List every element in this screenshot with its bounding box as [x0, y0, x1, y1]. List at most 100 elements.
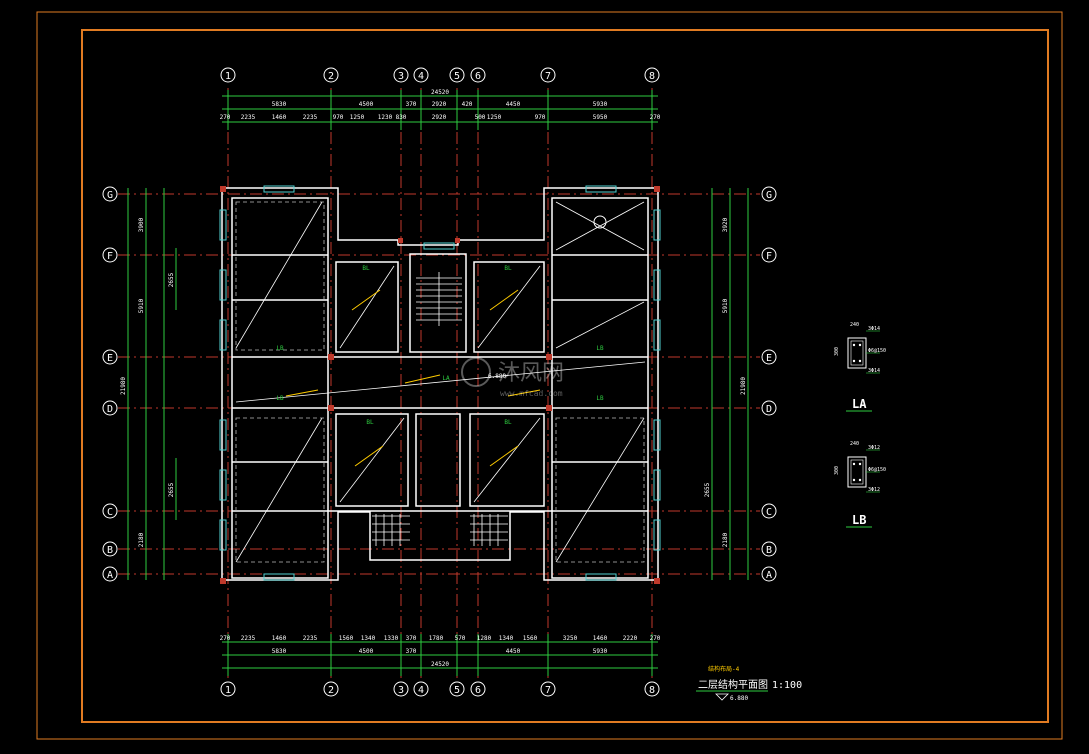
- dim-right-3: 2655: [704, 482, 711, 497]
- dim-bot-r1-7: 1330: [384, 635, 399, 642]
- shaft-symbol-icon: [593, 215, 607, 229]
- axis-label-2-bottom: 2: [328, 685, 334, 696]
- inner-frame: [81, 29, 1049, 723]
- dim-bot-r1-8: 370: [406, 635, 417, 642]
- watermark-url: www.mfcad.com: [500, 389, 563, 398]
- dim-top-3: 370: [406, 101, 417, 108]
- section-detail-la: 3Φ14 Φ6@150 3Φ14 240 300 LA: [834, 322, 886, 412]
- dim-top-1: 5830: [272, 101, 287, 108]
- dim-top-r2-7: 1230: [378, 114, 393, 121]
- axis-grid-vertical: [227, 88, 653, 680]
- axis-label-E-right: E: [766, 353, 772, 364]
- beam-label-bl-1: BL: [362, 265, 370, 272]
- axis-label-3-top: 3: [398, 71, 404, 82]
- stair-lower-right: [470, 514, 508, 546]
- axis-label-6-bottom: 6: [475, 685, 481, 696]
- dim-bot-r1-9: 1780: [429, 635, 444, 642]
- axis-label-E-left: E: [107, 353, 113, 364]
- dim-bot-r1-3: 1460: [272, 635, 287, 642]
- dim-left-1: 3900: [138, 217, 145, 232]
- dim-bot-r1-17: 270: [650, 635, 661, 642]
- axis-label-5-bottom: 5: [454, 685, 460, 696]
- axis-bubbles-bottom: [220, 681, 660, 697]
- dim-left-4: 2655: [168, 482, 175, 497]
- watermark-logo: 沐风网 www.mfcad.com: [461, 357, 564, 398]
- dim-bot-r1-1: 270: [220, 635, 231, 642]
- la-width: 240: [850, 322, 859, 328]
- section-detail-lb: 3Φ12 Φ6@150 3Φ12 240 300 LB: [834, 441, 886, 528]
- lb-height: 300: [834, 466, 840, 475]
- dim-top-r2-3: 1460: [272, 114, 287, 121]
- section-la-title: LA: [852, 397, 867, 411]
- axis-label-5-top: 5: [454, 71, 460, 82]
- lb-rebar-top: 3Φ12: [868, 445, 880, 451]
- dim-bot-r2-1: 5830: [272, 648, 287, 655]
- beam-label-bl-3: BL: [366, 419, 374, 426]
- dimension-lines-top: [222, 90, 658, 130]
- dim-bot-r1-11: 1280: [477, 635, 492, 642]
- dim-bot-r1-10: 570: [455, 635, 466, 642]
- dim-bot-r1-13: 1560: [523, 635, 538, 642]
- slab-annotations: [285, 289, 541, 467]
- structural-columns: [220, 186, 660, 584]
- beam-label-lb-2: LB: [596, 345, 604, 352]
- dim-left-total: 21980: [120, 377, 127, 395]
- dim-top-r2-4: 2235: [303, 114, 318, 121]
- dim-bot-r2-4: 4450: [506, 648, 521, 655]
- beam-label-la: LA: [442, 375, 450, 382]
- beam-label-lb-4: LB: [596, 395, 604, 402]
- outer-frame: [36, 11, 1063, 740]
- section-lb-title: LB: [852, 513, 866, 527]
- dim-top-6: 4450: [506, 101, 521, 108]
- windows: [219, 185, 661, 581]
- lb-width: 240: [850, 441, 859, 447]
- axis-label-D-left: D: [107, 404, 113, 415]
- dim-bot-r1-15: 1460: [593, 635, 608, 642]
- axis-label-6-top: 6: [475, 71, 481, 82]
- axis-label-D-right: D: [766, 404, 772, 415]
- dim-bot-r1-2: 2235: [241, 635, 256, 642]
- elevation-mark: 6.880: [488, 373, 506, 380]
- dim-top-r2-14: 270: [650, 114, 661, 121]
- dim-top-r2-5: 970: [333, 114, 344, 121]
- dim-bot-r1-12: 1340: [499, 635, 514, 642]
- dim-top-r2-13: 5950: [593, 114, 608, 121]
- axis-label-G-right: G: [766, 190, 772, 201]
- dim-top-r2-11: 1250: [487, 114, 502, 121]
- beam-dashes: [235, 201, 645, 563]
- dim-left-3: 5910: [138, 298, 145, 313]
- dim-bot-total: 24520: [431, 661, 449, 668]
- lb-rebar-bottom: 3Φ12: [868, 487, 880, 493]
- drawing-subtitle: 结构布局-4: [708, 665, 740, 673]
- dim-top-2: 4500: [359, 101, 374, 108]
- la-rebar-bottom: 3Φ14: [868, 368, 880, 374]
- dim-left-2: 2655: [168, 272, 175, 287]
- axis-label-7-top: 7: [545, 71, 551, 82]
- axis-label-3-bottom: 3: [398, 685, 404, 696]
- dim-top-5: 420: [462, 101, 473, 108]
- axis-label-B-right: B: [766, 545, 772, 556]
- beam-label-lb-3: LB: [276, 395, 284, 402]
- lb-stirrup: Φ6@150: [868, 467, 886, 473]
- dim-bot-r2-3: 370: [406, 648, 417, 655]
- axis-label-4-top: 4: [418, 71, 424, 82]
- dim-bot-r1-5: 1560: [339, 635, 354, 642]
- drawing-scale: 1:100: [772, 680, 802, 691]
- axis-label-8-bottom: 8: [649, 685, 655, 696]
- dim-bot-r1-14: 3250: [563, 635, 578, 642]
- axis-label-A-left: A: [107, 570, 113, 581]
- la-rebar-top: 3Φ14: [868, 326, 880, 332]
- beam-label-bl-4: BL: [504, 419, 512, 426]
- stair-upper: [416, 272, 462, 326]
- axis-label-C-right: C: [766, 507, 772, 518]
- axis-label-A-right: A: [766, 570, 772, 581]
- watermark-text: 沐风网: [498, 361, 564, 386]
- title-block: 结构布局-4 二层结构平面图 1:100 6.880: [696, 665, 802, 702]
- axis-label-7-bottom: 7: [545, 685, 551, 696]
- dim-bot-r1-16: 2220: [623, 635, 638, 642]
- axis-label-C-left: C: [107, 507, 113, 518]
- dim-top-r2-2: 2235: [241, 114, 256, 121]
- axis-bubbles-top: [220, 67, 660, 83]
- axis-label-G-left: G: [107, 190, 113, 201]
